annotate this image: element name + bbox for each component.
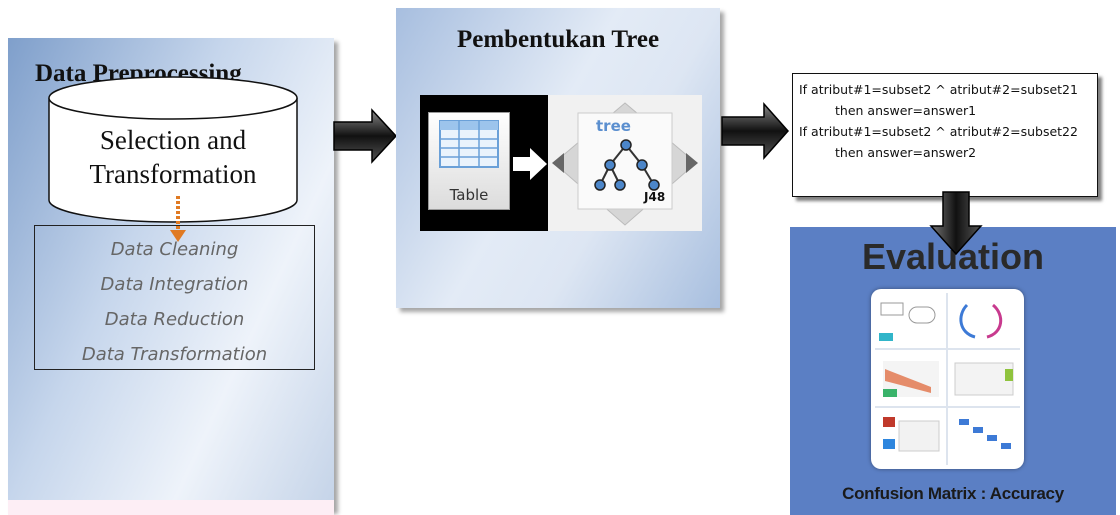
table-icon-label: Table [449,186,489,204]
down-arrow-icon [929,191,983,256]
rule-1-result: then answer=answer1 [835,103,977,118]
step-data-reduction: Data Reduction [104,309,245,330]
rule-1-condition: If atribut#1=subset2 ^ atribut#2=subset2… [799,82,1078,97]
step-data-integration: Data Integration [100,274,249,295]
rule-2-condition: If atribut#1=subset2 ^ atribut#2=subset2… [799,124,1078,139]
dashed-down-arrow-icon [170,196,186,242]
table-icon [428,112,510,210]
step-data-transformation: Data Transformation [81,344,268,365]
rule-2-result: then answer=answer2 [835,145,977,160]
tree-badge-text: tree [596,117,631,135]
cylinder-label-line-1: Selection and [99,125,247,155]
evaluation-caption: Confusion Matrix : Accuracy [842,484,1064,503]
j48-tree-icon: tree J48 [552,102,698,226]
cylinder-label-line-2: Transformation [89,159,257,189]
j48-label: J48 [643,190,665,204]
classification-rules-box: If atribut#1=subset2 ^ atribut#2=subset2… [792,73,1098,197]
white-right-arrow-icon [513,148,547,180]
database-cylinder-icon [48,76,298,223]
step-data-cleaning: Data Cleaning [110,239,239,260]
panel-footer-strip [8,500,334,515]
tree-building-title: Pembentukan Tree [456,26,660,53]
right-arrow-icon [721,102,790,160]
evaluation-thumbnail [871,289,1024,469]
cylinder-label: Selection and Transformation [48,123,298,191]
preprocessing-steps-box [34,225,315,370]
preprocessing-steps-list: Data Cleaning Data Integration Data Redu… [34,232,315,372]
right-arrow-icon [333,108,398,164]
